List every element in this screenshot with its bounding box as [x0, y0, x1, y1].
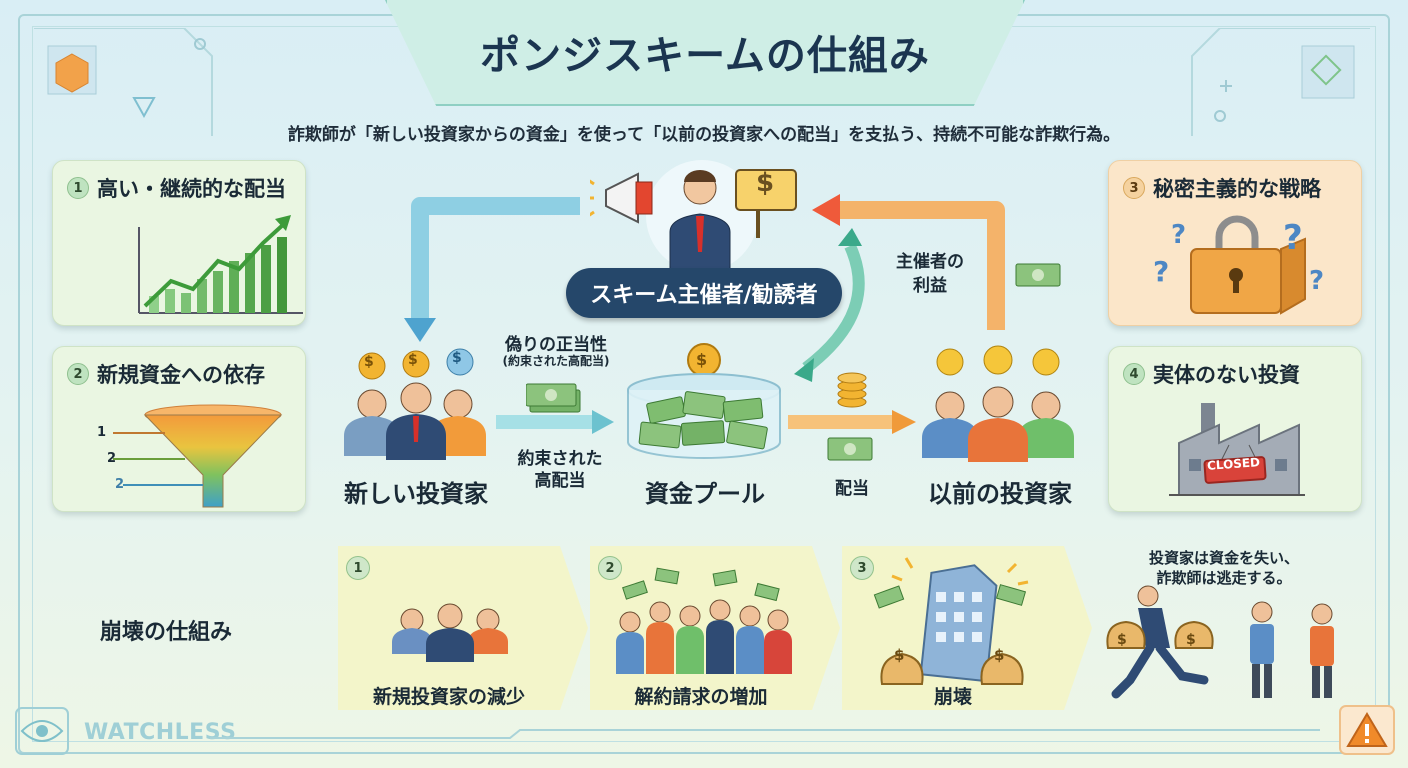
- moneybag-currency-icon: $: [1117, 632, 1127, 648]
- bubble-currency-icon: $: [452, 350, 462, 366]
- organizer-figure: [590, 160, 797, 272]
- card-title: 秘密主義的な戦略: [1153, 177, 1321, 201]
- page-subtitle: 詐欺師が「新しい投資家からの資金」を使って「以前の投資家への配当」を支払う、持続…: [287, 125, 1121, 145]
- card-number: 3: [1123, 177, 1145, 199]
- moneybag-currency-icon: $: [894, 646, 905, 664]
- collapse-step-2-panel: [590, 546, 840, 710]
- new-investors-label: 新しい投資家: [344, 480, 488, 508]
- card-new-money-dependence: 2 新規資金への依存 1 2 2: [52, 346, 306, 512]
- collapse-step-3-panel: [842, 546, 1092, 710]
- collapse-step-3-label: 崩壊: [933, 686, 972, 708]
- old-investors-figure: [922, 345, 1074, 462]
- collapse-step-number: 3: [850, 556, 874, 580]
- pool-coin-currency-icon: $: [696, 350, 708, 369]
- svg-text:?: ?: [1153, 255, 1169, 288]
- funnel-icon: [113, 404, 283, 508]
- title-plate: ポンジスキームの仕組み: [385, 0, 1025, 106]
- svg-text:?: ?: [1283, 218, 1303, 258]
- false-legitimacy-label: 偽りの正当性: [505, 335, 607, 355]
- old-investors-label: 以前の投資家: [928, 480, 1072, 508]
- card-high-dividends: 1 高い・継続的な配当: [52, 160, 306, 326]
- fleeing-fraudster-figure: [1106, 585, 1334, 699]
- collapse-step-number: 2: [598, 556, 622, 580]
- collapse-title: 崩壊の仕組み: [100, 620, 233, 645]
- funnel-label-3: 2: [115, 477, 125, 492]
- collapse-step-number: 1: [346, 556, 370, 580]
- locked-box-icon: ? ? ? ?: [1153, 215, 1324, 315]
- promised-dividend-label: 約束された 高配当: [517, 449, 603, 491]
- dividend-label: 配当: [835, 479, 869, 499]
- card-title: 実体のない投資: [1153, 363, 1300, 387]
- sign-currency-icon: $: [756, 168, 775, 198]
- organizer-profit-label: 主催者の 利益: [896, 252, 964, 296]
- funnel-label-2: 2: [107, 451, 117, 466]
- collapse-step-1-label: 新規投資家の減少: [372, 686, 525, 708]
- svg-text:?: ?: [1171, 220, 1186, 250]
- cash-stack-icon: [526, 383, 581, 413]
- coin-stack-icon: [837, 372, 867, 408]
- svg-text:?: ?: [1309, 266, 1324, 296]
- brand-logo-text: WATCHLESS: [84, 720, 237, 745]
- card-title: 新規資金への依存: [97, 363, 265, 387]
- collapse-step-2-label: 解約請求の増加: [634, 686, 768, 708]
- moneybag-currency-icon: $: [994, 646, 1005, 664]
- rising-bar-chart-icon: [138, 215, 303, 314]
- moneybag-currency-icon: $: [1186, 632, 1196, 648]
- card-number: 4: [1123, 363, 1145, 385]
- card-title: 高い・継続的な配当: [97, 177, 286, 201]
- card-no-real-investment: 4 実体のない投資 CLOSED: [1108, 346, 1362, 512]
- card-number: 2: [67, 363, 89, 385]
- promised-note-label: (約束された高配当): [502, 354, 610, 368]
- warning-icon: [1339, 705, 1395, 755]
- coin-currency-icon: $: [408, 352, 418, 368]
- eye-icon: [15, 707, 69, 755]
- dividend-cash-icon: [827, 437, 873, 461]
- coin-currency-icon: $: [364, 354, 374, 370]
- card-secret-strategy: ? ? ? ? 3 秘密主義的な戦略: [1108, 160, 1362, 326]
- corner-decoration-left: [34, 28, 213, 136]
- outcome-text: 投資家は資金を失い、 詐欺師は逃走する。: [1148, 549, 1299, 587]
- funnel-label-1: 1: [97, 425, 107, 440]
- profit-cash-icon: [1015, 263, 1061, 287]
- new-investors-figure: [344, 348, 486, 460]
- closed-factory-icon: [1169, 403, 1305, 496]
- corner-decoration-right: [1191, 28, 1370, 136]
- footer-line: [210, 729, 1320, 739]
- fund-pool-icon: [627, 343, 781, 459]
- page-title: ポンジスキームの仕組み: [480, 33, 930, 79]
- fund-pool-label: 資金プール: [645, 480, 765, 508]
- collapse-step-1-panel: [338, 546, 588, 710]
- organizer-label: スキーム主催者/勧誘者: [566, 268, 842, 318]
- card-number: 1: [67, 177, 89, 199]
